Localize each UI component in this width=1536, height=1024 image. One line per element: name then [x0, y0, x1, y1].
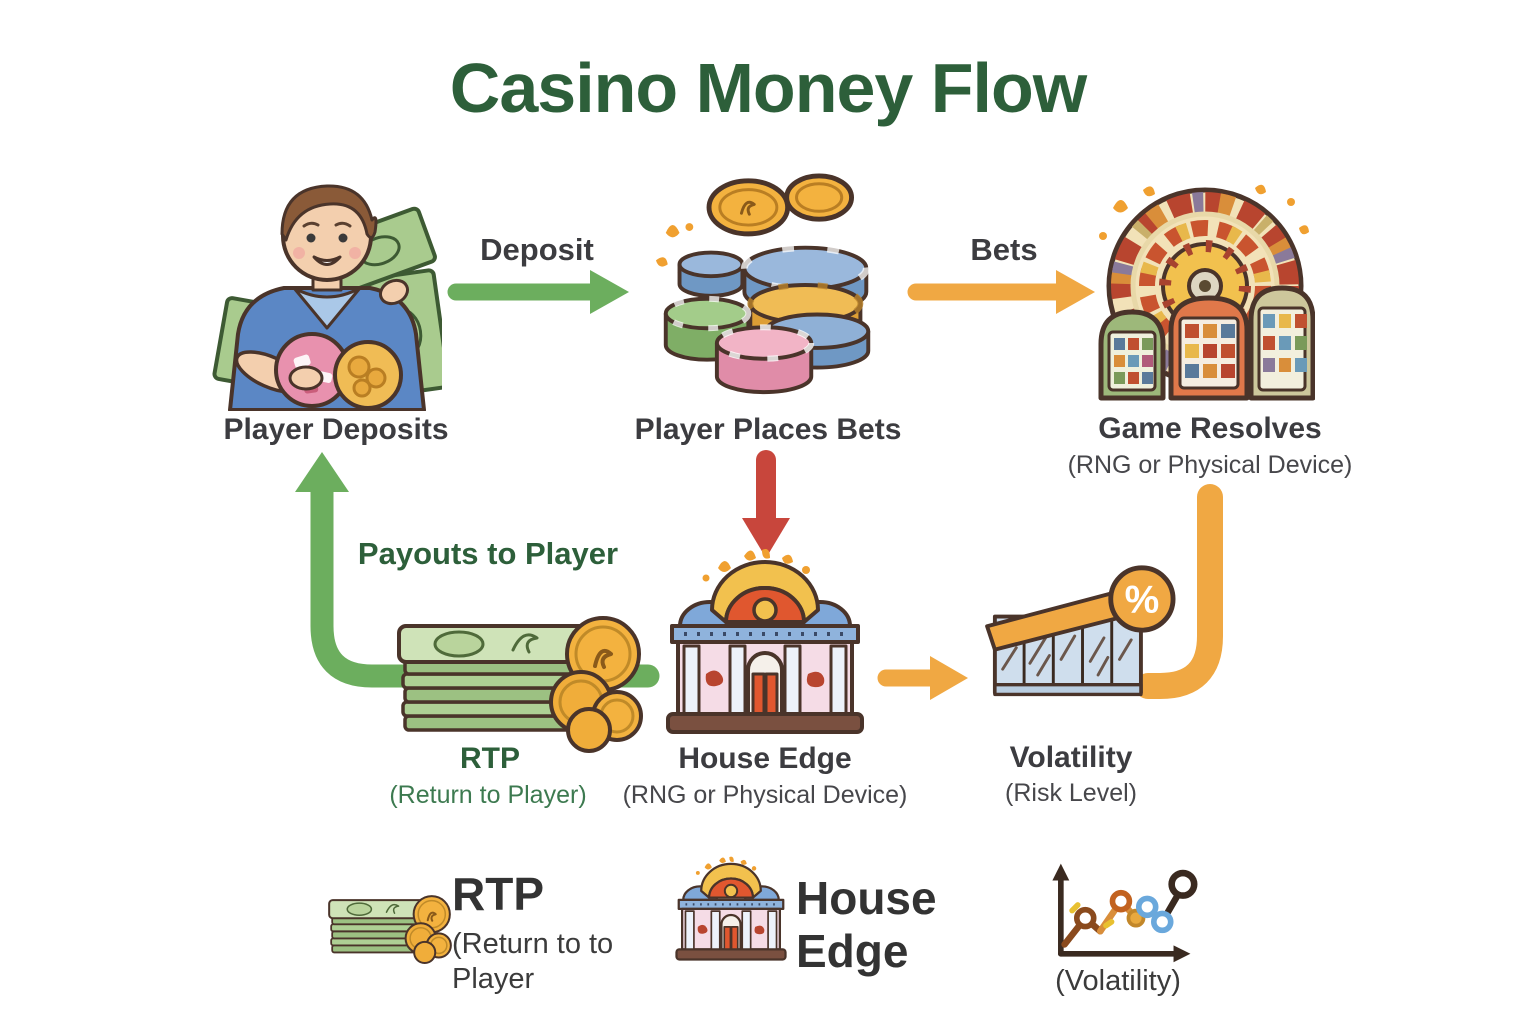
player-places-bets-label: Player Places Bets [634, 413, 902, 446]
game-to-volatility-connector [1135, 484, 1223, 699]
cash-coins-icon [393, 578, 643, 753]
volatility-sublabel: (Risk Level) [1005, 779, 1137, 807]
bets-edge-label: Bets [970, 232, 1038, 267]
legend-volatility-chart-icon [1040, 858, 1200, 966]
roulette-slots-icon [1095, 180, 1315, 402]
page-title: Casino Money Flow [449, 49, 1087, 127]
legend-rtp-item: RTP (Return to to Player [452, 868, 652, 996]
bets-to-house-arrow [742, 450, 790, 558]
deposit-arrow [447, 270, 629, 314]
volatility-label: Volatility [1009, 741, 1133, 774]
house-to-volatility-arrow [877, 656, 968, 700]
payouts-arrow [295, 452, 660, 688]
player-with-money-icon [212, 176, 442, 411]
legend-house-edge-item: House Edge [796, 872, 961, 979]
legend-volatility-label: (Volatility) [1055, 965, 1181, 997]
volatility-building-icon [983, 562, 1183, 710]
house-edge-sublabel: (RNG or Physical Device) [622, 781, 908, 809]
legend-casino-building-icon [672, 856, 790, 964]
legend-rtp-sublabel: (Return to to Player [452, 928, 614, 995]
house-edge-label: House Edge [678, 742, 852, 775]
legend-rtp-label: RTP [452, 868, 544, 920]
casino-chips-icon [650, 170, 886, 401]
bets-arrow [907, 270, 1095, 314]
legend-house-edge-label: House Edge [796, 872, 937, 978]
payouts-to-player-label: Payouts to Player [357, 536, 619, 571]
game-resolves-sublabel: (RNG or Physical Device) [1067, 451, 1353, 479]
casino-building-icon [660, 548, 870, 740]
deposit-edge-label: Deposit [480, 232, 594, 267]
legend-cash-coins-icon [326, 876, 452, 964]
rtp-sublabel: (Return to Player) [389, 781, 587, 809]
game-resolves-label: Game Resolves [1098, 412, 1322, 445]
player-deposits-label: Player Deposits [223, 413, 449, 446]
rtp-label: RTP [460, 742, 520, 775]
